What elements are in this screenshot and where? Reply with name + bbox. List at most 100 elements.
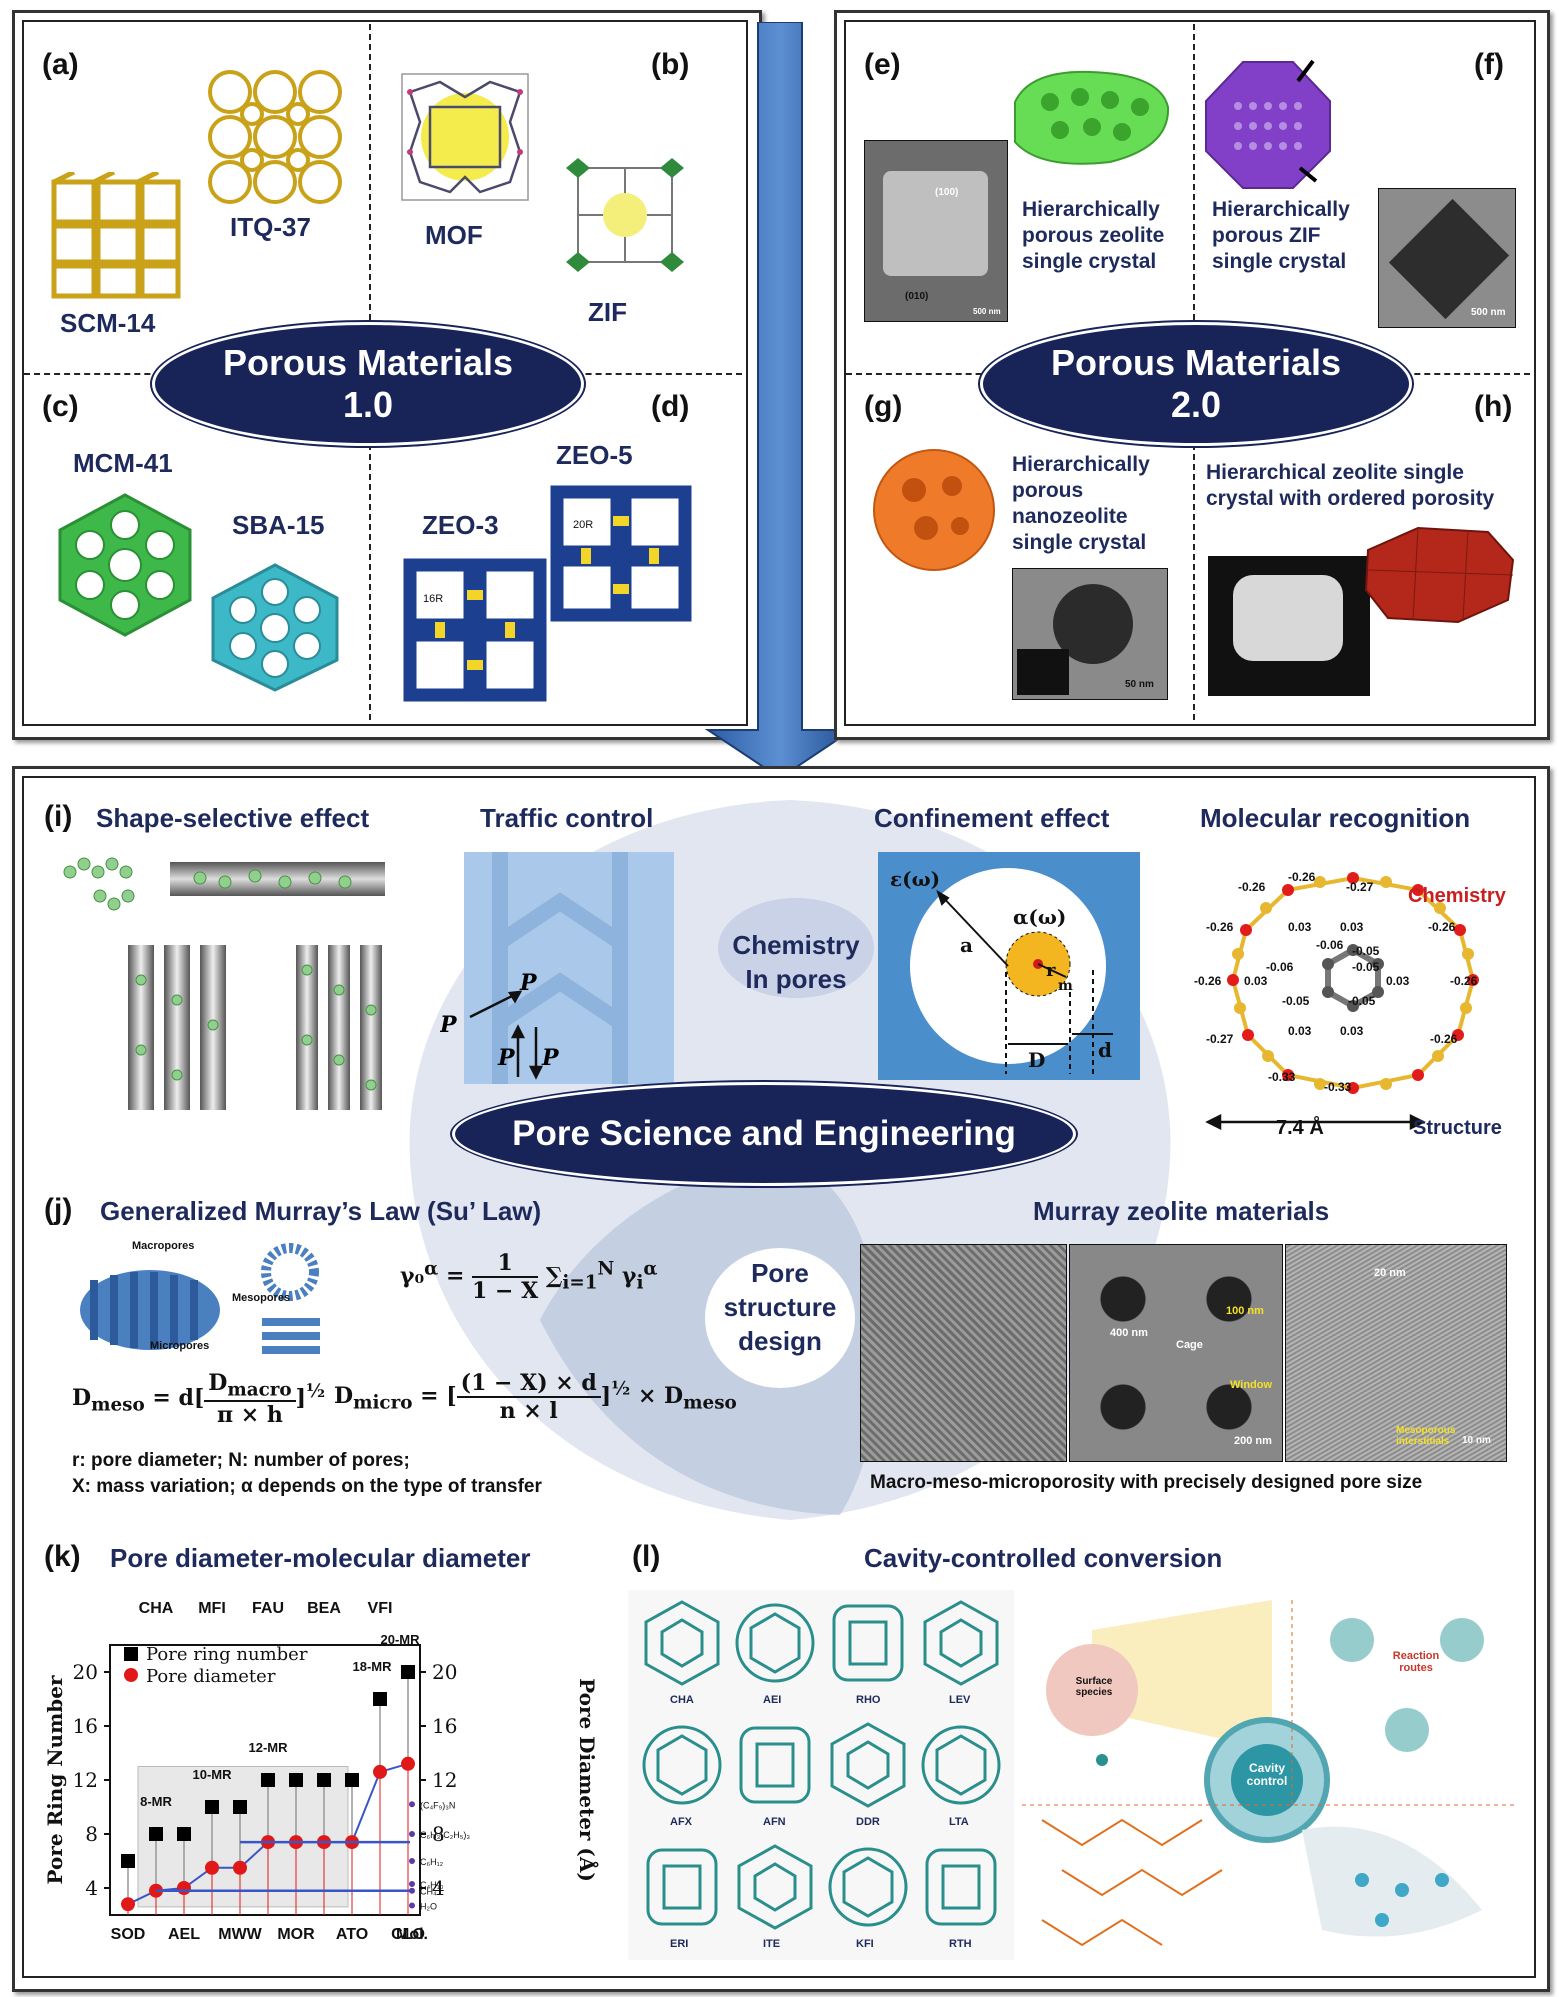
charge-1: -0.26 [1288,870,1316,884]
ring-number-marker-0 [121,1854,135,1868]
zone-axis-010: (010) [905,291,929,302]
pore-structure-design-line3: design [738,1326,822,1356]
porous-materials-2-version: 2.0 [1170,384,1222,425]
structure-label: Structure [1413,1117,1502,1139]
hierarchical-pore-diagram [80,1243,320,1354]
molecule-marker-0 [409,1801,415,1808]
shape-selective-illustration [63,857,385,1110]
y-tick-label-right-2: 12 [432,1768,457,1792]
label-j: (j) [44,1193,73,1226]
down-arrow-icon [704,22,856,780]
x-bottom-label-6: Mol. [396,1926,428,1943]
label-c: (c) [42,390,79,423]
cage-label-ddr: DDR [856,1816,880,1828]
x-bottom-label-2: MWW [218,1926,262,1943]
traffic-control-title: Traffic control [480,803,654,833]
x-bottom-label-1: AEL [168,1926,200,1943]
zeo-5-framework-image: 20R [550,485,692,622]
charge-22: -0.26 [1430,1032,1458,1046]
y-tick-label-left-3: 16 [73,1714,98,1738]
charge-19: -0.27 [1206,1032,1234,1046]
label-h: (h) [1474,390,1513,423]
murray-zeolite-title: Murray zeolite materials [1033,1196,1330,1226]
ring-number-marker-2 [177,1827,191,1841]
cage-cha-image [644,1600,720,1686]
x-bottom-label-0: SOD [111,1926,146,1943]
caption-h: Hierarchical zeolite single crystal with… [1206,461,1495,510]
label-b: (b) [651,48,690,81]
zone-axis-100: (100) [935,187,959,198]
label-f: (f) [1474,48,1504,81]
molecule-label-1: C₆H₃(C₂H₅)₃ [420,1830,470,1840]
molecule-label-5: H₂O [420,1902,437,1912]
legend-diameter-label: Pore diameter [146,1666,276,1687]
charge-12: 0.03 [1386,974,1410,988]
charge-6: -0.06 [1316,938,1344,952]
zif-label: ZIF [588,297,627,327]
confinement-effect-title: Confinement effect [874,803,1110,833]
cage-label-cha: CHA [670,1694,694,1706]
diameter-marker-2 [177,1881,191,1895]
chemistry-label: Chemistry [1408,885,1506,907]
cage-label-ite: ITE [763,1938,781,1950]
em-label-200nm: 200 nm [1234,1435,1272,1447]
y-tick-label-right-0: 4 [432,1876,445,1900]
cage-label-aei: AEI [763,1694,782,1706]
orange-nanozeolite-image [873,449,995,571]
cage-ite-image [737,1844,813,1930]
x-top-label-4: VFI [368,1600,393,1617]
conf-d-label: d [1098,1038,1112,1062]
surface-species-label: Surface species [1075,1676,1113,1698]
cage-label-eri: ERI [670,1938,689,1950]
x-top-label-0: CHA [139,1600,174,1617]
itq-37-framework-image [208,70,342,204]
em-label-mesoporous: Mesoporous interstitials [1396,1425,1456,1447]
cage-lta-image [921,1725,1001,1805]
molecule-marker-1 [409,1831,415,1837]
y-tick-label-left-2: 12 [73,1768,98,1792]
charge-16: -0.26 [1450,974,1478,988]
zeo-3-label: ZEO-3 [422,510,499,540]
traffic-p1b-label: P [497,1045,516,1071]
diameter-marker-0 [121,1897,135,1912]
micropores-label: Micropores [150,1340,210,1352]
charge-21: -0.33 [1324,1080,1352,1094]
charge-17: 0.03 [1288,1024,1312,1038]
conf-r-label: r [1046,960,1056,981]
mcm-41-label: MCM-41 [73,448,173,478]
label-k: (k) [44,1540,81,1573]
porous-materials-1-title: Porous Materials [222,342,514,383]
ring-annotation-0: 8-MR [140,1794,172,1809]
legend-diameter-marker [124,1668,138,1682]
murray-law-title: Generalized Murray’s Law (Su’ Law) [100,1196,542,1226]
reaction-routes-label: Reaction routes [1392,1650,1440,1674]
zeo-5-ring-label: 20R [573,519,593,531]
charge-4: 0.03 [1288,920,1312,934]
nanozeolite-tem-image: 50 nm [1012,568,1168,700]
zif-crystal-tem-image: 500 nm [1378,188,1516,328]
conf-a-label: a [960,933,973,957]
chart-hatched-region [137,1766,349,1908]
molecule-label-3: C₄H₁₀ [420,1880,444,1890]
diameter-marker-9 [373,1764,387,1779]
charge-3: -0.26 [1206,920,1234,934]
y-tick-label-right-4: 20 [432,1660,457,1684]
confinement-effect-illustration: ε(ω) a α(ω) r m D d [878,852,1140,1080]
em-label-window: Window [1230,1379,1273,1391]
cage-rth-image [925,1848,997,1926]
charge-2: -0.27 [1346,880,1374,894]
y-axis-label-left: Pore Ring Number [43,1675,67,1884]
y-tick-label-left-1: 8 [85,1822,98,1846]
x-bottom-label-5: CLO [391,1926,425,1943]
cavity-control-scheme [1022,1590,1518,1960]
charge-9: -0.06 [1266,960,1294,974]
pore-structure-design-line1: Pore [751,1258,809,1288]
legend-ring-label: Pore ring number [146,1644,308,1665]
sba-15-label: SBA-15 [232,510,325,540]
charge-labels: -0.26 -0.26 -0.27 -0.26 0.03 0.03 -0.06 … [1188,860,1518,1140]
ring-number-marker-10 [401,1665,415,1679]
charge-10: -0.05 [1352,960,1380,974]
charge-18: 0.03 [1340,1024,1364,1038]
charge-5: 0.03 [1340,920,1364,934]
